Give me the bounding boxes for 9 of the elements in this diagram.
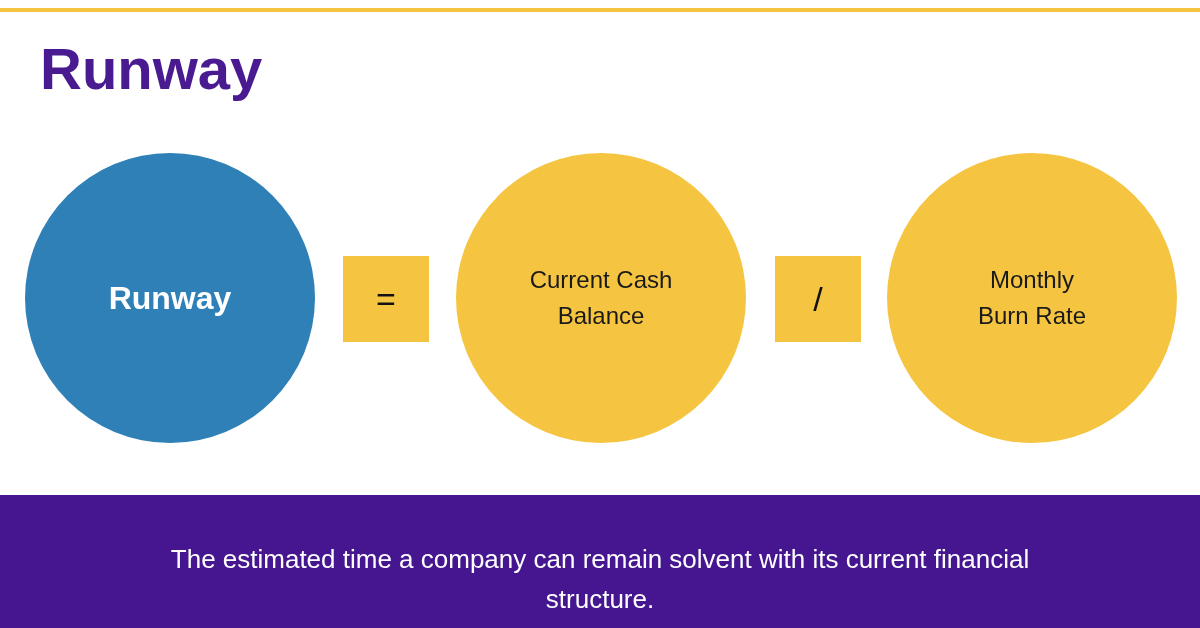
page-title: Runway (40, 35, 263, 103)
operator-sign: = (376, 278, 396, 320)
operator-sign: / (813, 278, 823, 320)
circle-label: Runway (108, 279, 232, 318)
circle-label: Monthly Burn Rate (976, 265, 1088, 331)
caption-text: The estimated time a company can remain solvent with its current financial structure. (169, 543, 1031, 616)
circle-label: Current Cash Balance (528, 265, 674, 331)
operator-tile (343, 256, 429, 342)
operator-tile (775, 256, 861, 342)
